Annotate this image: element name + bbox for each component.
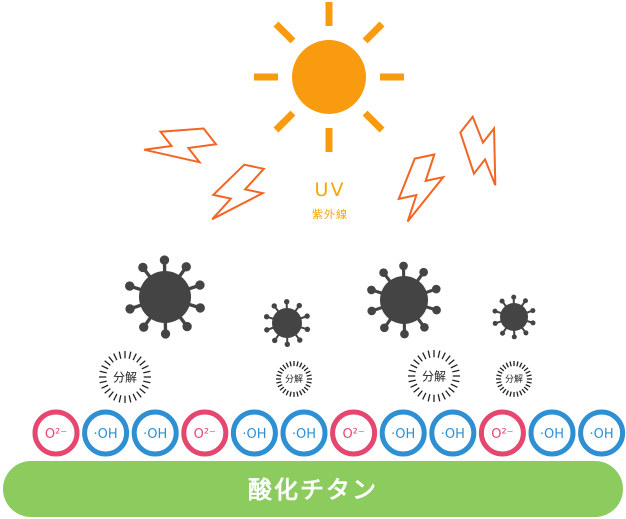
decompose-burst: 分解 xyxy=(496,361,532,397)
uv-label: UV xyxy=(315,179,346,201)
ion-label: ·OH xyxy=(143,427,167,442)
lightning-group xyxy=(143,114,497,223)
ion-hydroxyl: ·OH xyxy=(379,409,427,457)
ion-hydroxyl: ·OH xyxy=(429,409,477,457)
decompose-burst: 分解 xyxy=(276,361,312,397)
decompose-burst: 分解 xyxy=(99,351,151,403)
lightning-icon xyxy=(459,114,497,186)
ion-hydroxyl: ·OH xyxy=(578,409,626,457)
decompose-label: 分解 xyxy=(285,373,303,385)
virus-icon xyxy=(367,261,441,339)
titanium-oxide-label: 酸化チタン xyxy=(248,476,378,504)
sun-ray xyxy=(362,21,385,44)
ion-row: O²⁻ ·OH ·OH O²⁻ ·OH ·OH O²⁻ ·OH ·OH O²⁻ ·OH ·OH xyxy=(32,409,626,457)
decompose-burst: 分解 xyxy=(408,350,460,402)
ion-hydroxyl: ·OH xyxy=(230,409,278,457)
ion-label: O²⁻ xyxy=(342,427,364,442)
sun-core xyxy=(292,40,366,114)
ion-label: O²⁻ xyxy=(491,427,513,442)
sun-ray xyxy=(362,110,385,133)
ion-label: ·OH xyxy=(590,427,614,442)
virus-icon xyxy=(492,294,536,340)
ion-label: ·OH xyxy=(292,427,316,442)
ion-hydroxyl: ·OH xyxy=(528,409,576,457)
ion-superoxide: O²⁻ xyxy=(478,409,526,457)
ion-superoxide: O²⁻ xyxy=(330,409,378,457)
ion-label: ·OH xyxy=(94,427,118,442)
sun-ray xyxy=(273,110,296,133)
ion-label: ·OH xyxy=(540,427,564,442)
lightning-icon xyxy=(397,153,446,223)
decompose-label: 分解 xyxy=(505,373,523,385)
ion-superoxide: O²⁻ xyxy=(32,409,80,457)
lightning-icon xyxy=(143,127,218,164)
ion-label: O²⁻ xyxy=(194,427,216,442)
decompose-label: 分解 xyxy=(113,370,137,384)
virus-group xyxy=(125,255,536,347)
ion-label: ·OH xyxy=(441,427,465,442)
ion-label: ·OH xyxy=(391,427,415,442)
decompose-label: 分解 xyxy=(422,369,446,383)
titanium-oxide-bar xyxy=(3,461,623,517)
ion-hydroxyl: ·OH xyxy=(131,409,179,457)
virus-icon xyxy=(263,299,311,347)
ion-hydroxyl: ·OH xyxy=(280,409,328,457)
uv-sublabel: 紫外線 xyxy=(312,207,348,221)
ion-label: ·OH xyxy=(242,427,266,442)
sun-ray xyxy=(273,21,296,44)
lightning-icon xyxy=(211,163,266,221)
ion-hydroxyl: ·OH xyxy=(82,409,130,457)
sun-icon xyxy=(254,2,404,152)
ion-label: O²⁻ xyxy=(45,427,67,442)
decompose-group: 分解 分解 分解 分解 xyxy=(99,350,532,403)
ion-superoxide: O²⁻ xyxy=(181,409,229,457)
virus-icon xyxy=(125,255,205,339)
